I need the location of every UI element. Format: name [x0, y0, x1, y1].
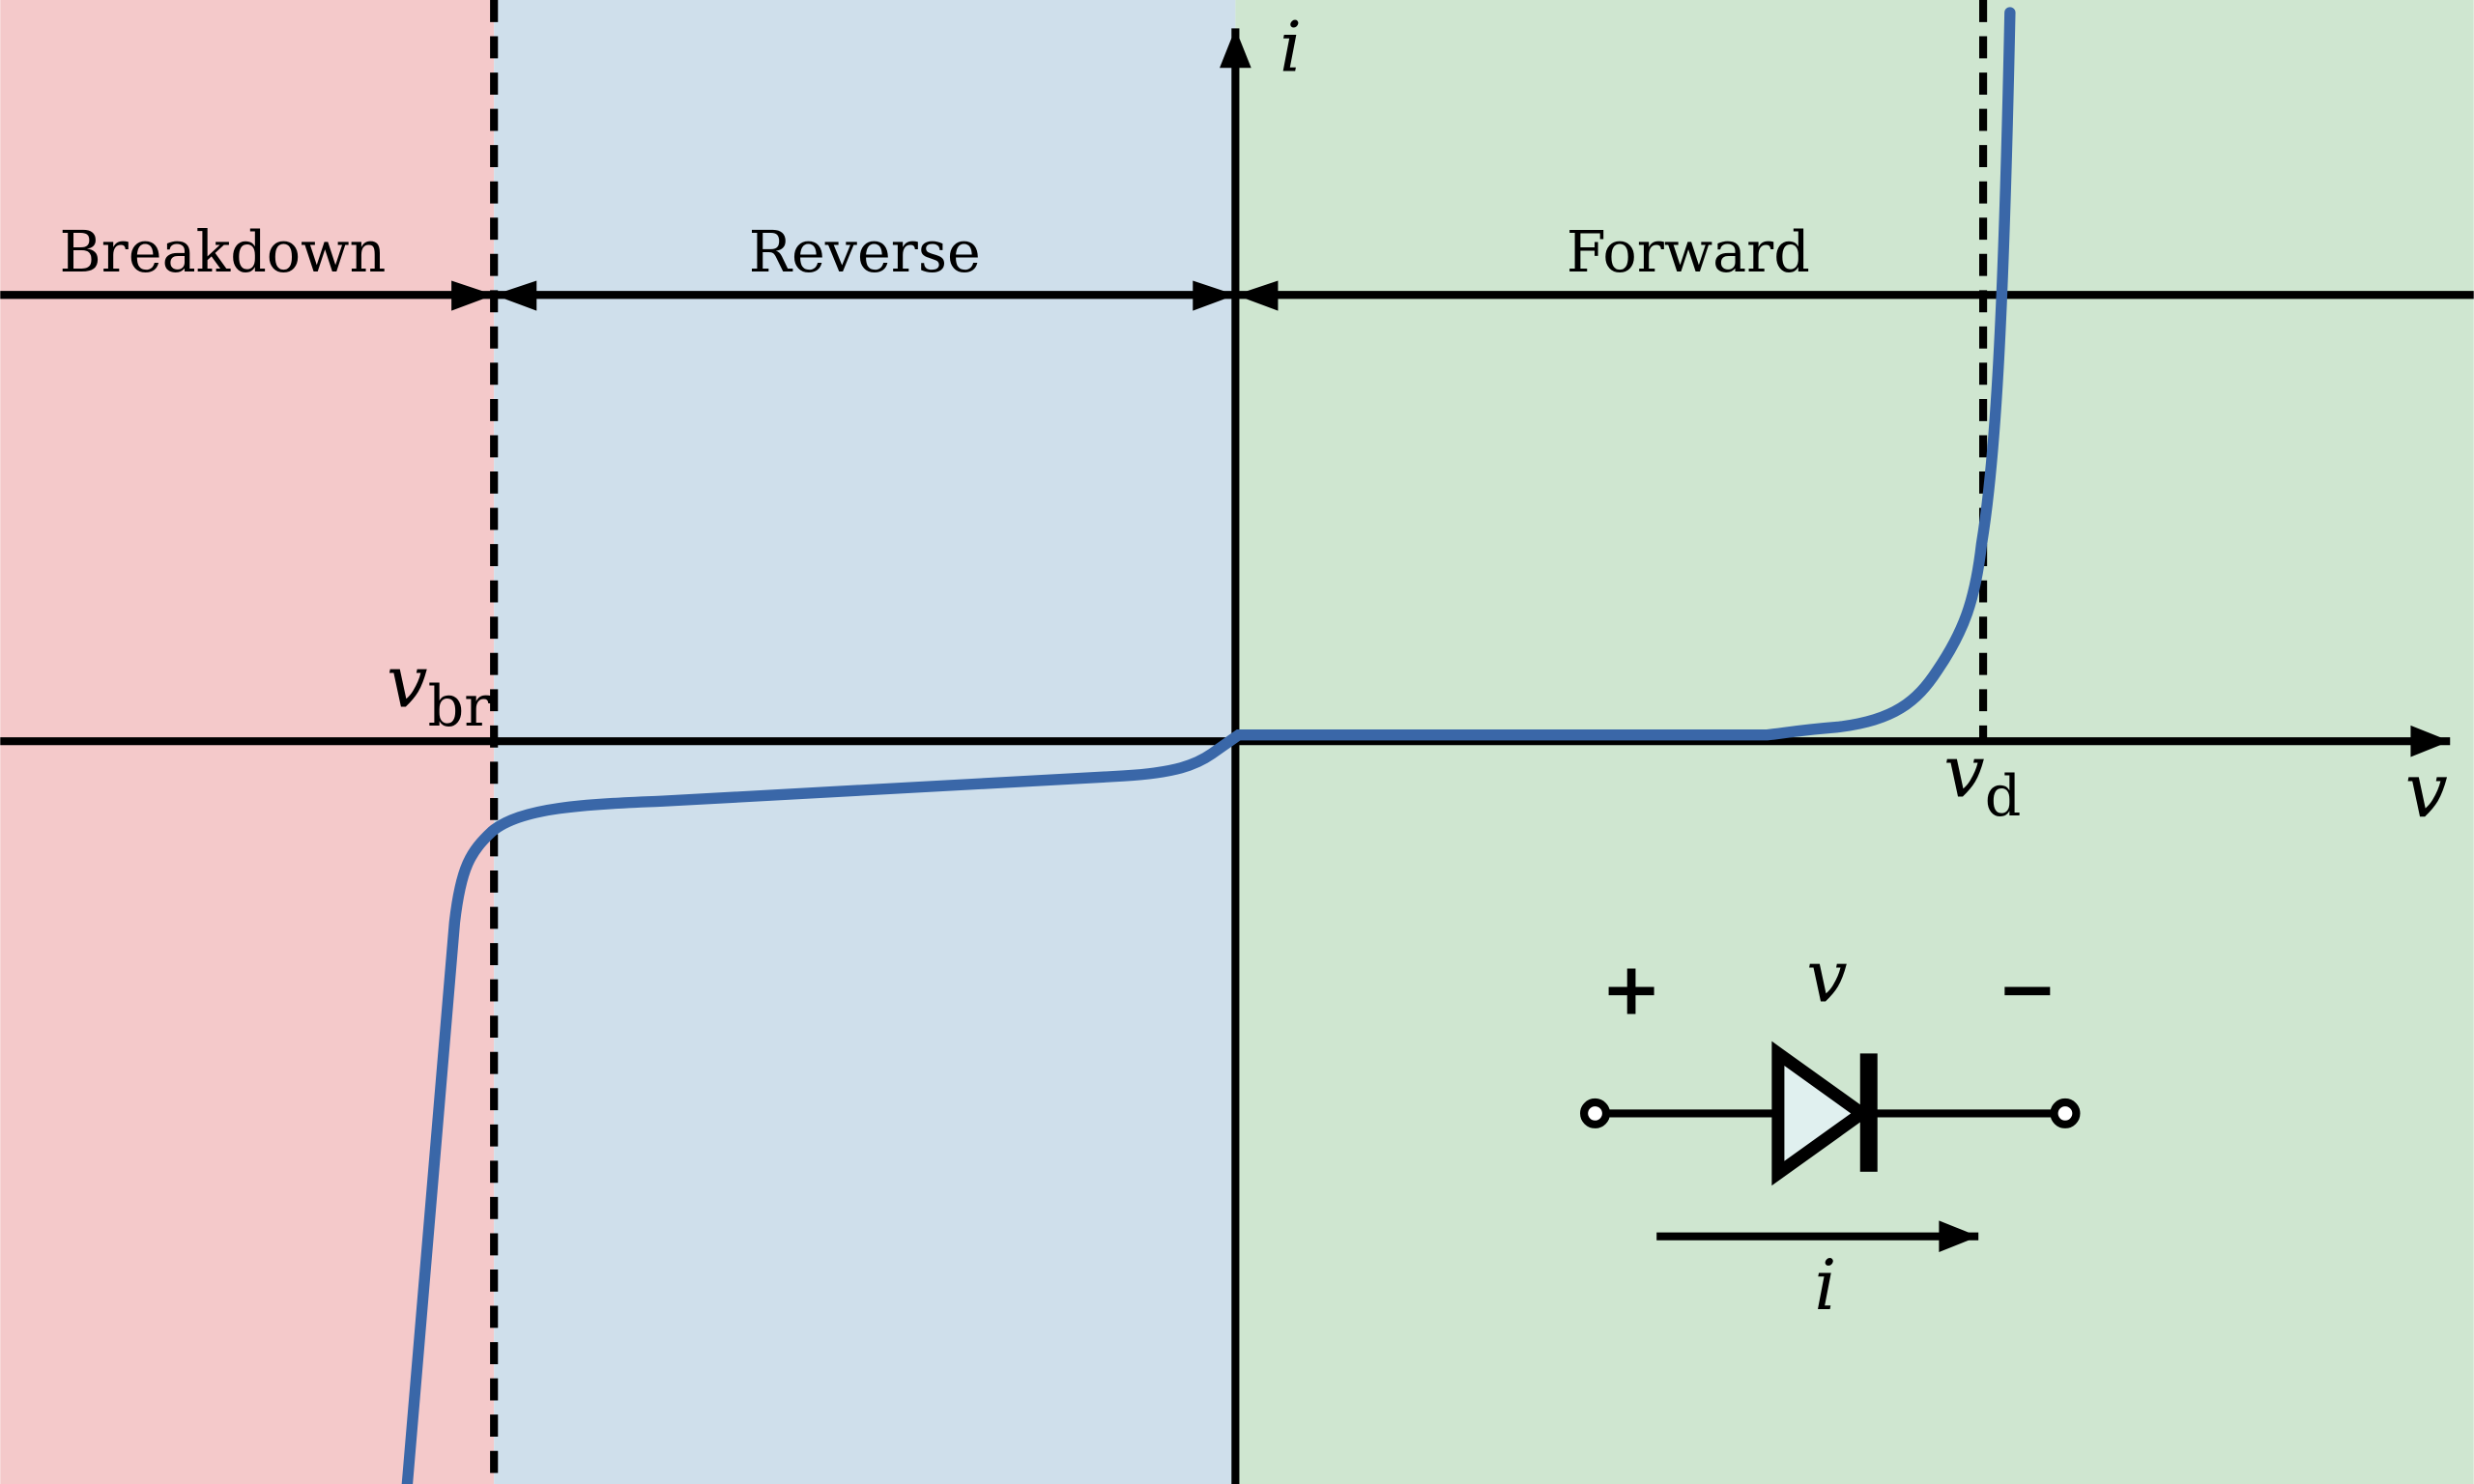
diode-voltage-label: vd — [1943, 728, 2021, 829]
region-label-forward: Forward — [1567, 218, 1810, 285]
cathode-terminal — [2050, 1098, 2081, 1128]
diode-symbol — [1580, 1041, 2081, 1186]
diode-cathode-bar — [1859, 1053, 1878, 1172]
breakdown-voltage-label: vbr — [387, 639, 492, 739]
y-axis-label: i — [1280, 6, 1302, 87]
diode-triangle — [1771, 1041, 1873, 1186]
iv-curve — [401, 7, 2016, 1484]
region-label-breakdown: Breakdown — [60, 218, 387, 285]
diode-current-symbol: i — [1814, 1244, 1836, 1326]
diode-voltage-symbol: v — [1806, 934, 1847, 1019]
minus-sign: − — [1997, 947, 2057, 1032]
region-label-reverse: Reverse — [749, 218, 981, 285]
anode-terminal — [1580, 1098, 1611, 1128]
plus-sign: + — [1601, 947, 1662, 1032]
x-axis-label: v — [2405, 748, 2448, 836]
region-boundary-arrows — [451, 280, 1279, 311]
